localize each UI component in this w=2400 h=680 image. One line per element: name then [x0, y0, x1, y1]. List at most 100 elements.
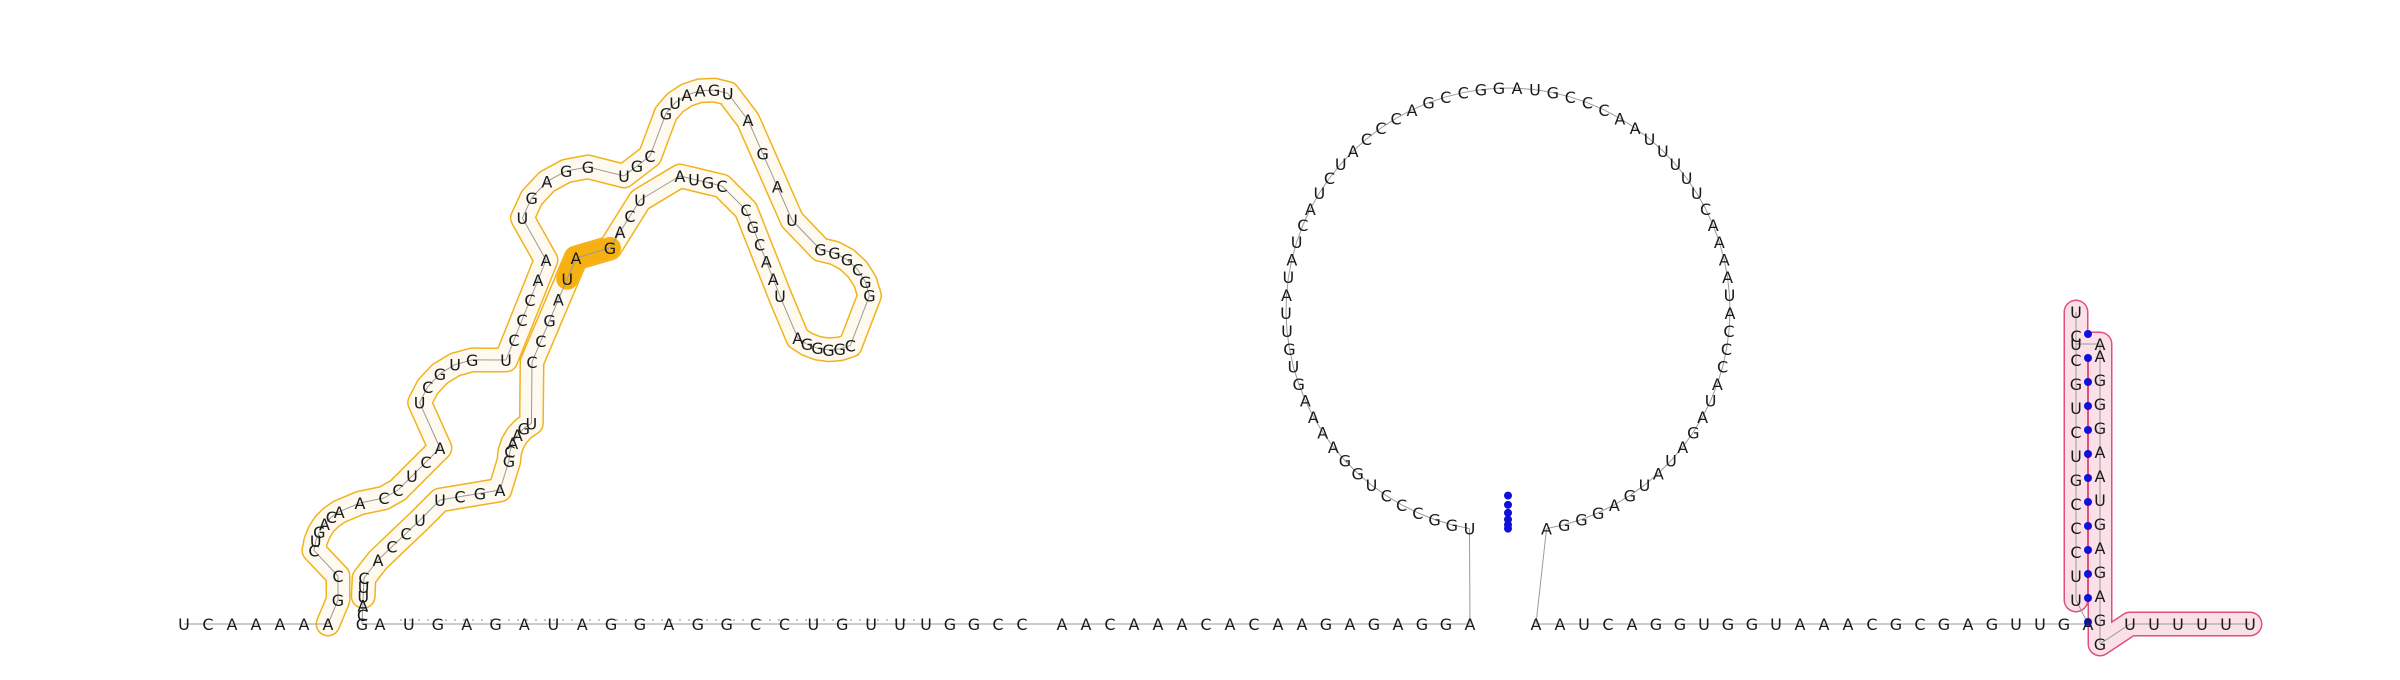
nucleotide: C [332, 567, 343, 586]
backbone-link [759, 244, 767, 262]
nucleotide: A [1057, 615, 1068, 634]
nucleotide: A [323, 615, 334, 634]
backbone-link [454, 359, 473, 366]
backbone-link [1395, 109, 1413, 119]
nucleotide: G [466, 351, 478, 370]
nucleotide: U [1366, 476, 1378, 495]
nucleotide: G [518, 419, 530, 438]
nucleotide: A [1308, 408, 1319, 427]
nucleotide: G [1938, 615, 1950, 634]
nucleotide: A [2095, 347, 2106, 366]
backbone-link [1581, 512, 1599, 520]
nucleotide: U [1288, 358, 1300, 377]
backbone-link [575, 247, 611, 259]
nucleotide: C [526, 353, 537, 372]
backbone-link [834, 252, 848, 261]
backbone-link [820, 249, 835, 254]
nucleotide: C [1440, 88, 1451, 107]
backbone-link [665, 102, 676, 114]
backbone-link [1329, 163, 1342, 179]
backbone-link [679, 175, 695, 180]
nucleotide: G [1687, 423, 1699, 442]
backbone-link [419, 386, 429, 403]
nucleotide: A [2083, 615, 2094, 634]
nucleotide: A [2095, 467, 2106, 486]
nucleotide: A [1708, 216, 1719, 235]
nucleotide: U [1313, 184, 1325, 203]
backbone-link [1710, 383, 1718, 401]
backbone-link [1468, 528, 1471, 625]
nucleotide: G [2094, 635, 2106, 654]
nucleotide: C [508, 331, 519, 350]
nucleotide: A [615, 223, 626, 242]
hairpin-pair [2084, 594, 2092, 602]
nucleotide: G [434, 365, 446, 384]
backbone-link [1649, 138, 1664, 152]
backbone-link [523, 422, 532, 429]
nucleotide: G [859, 273, 871, 292]
hairpin-pair [2084, 450, 2092, 458]
nucleotide: U [2244, 615, 2256, 634]
nucleotide: C [779, 615, 790, 634]
backbone-link [1286, 277, 1289, 296]
nucleotide: A [357, 597, 368, 616]
nucleotide: C [1721, 340, 1732, 359]
hairpin-pair [2084, 330, 2092, 338]
backbone-link [1723, 259, 1729, 278]
nucleotide: U [722, 84, 734, 103]
nucleotide: U [500, 351, 512, 370]
backbone-link [531, 181, 548, 199]
nucleotide: C [1381, 487, 1392, 506]
nucleotide: A [1722, 268, 1733, 287]
nucleotide: A [1677, 438, 1688, 457]
nucleotide: C [378, 489, 389, 508]
nucleotide: A [1177, 615, 1188, 634]
nucleotide: U [618, 167, 630, 186]
backbone-link [779, 295, 799, 339]
nucleotide: C [740, 201, 751, 220]
nucleotide: A [1714, 233, 1725, 252]
backbone-link [479, 489, 501, 494]
nucleotide: G [2094, 395, 2106, 414]
backbone-link [849, 295, 870, 346]
nucleotide: A [1281, 286, 1292, 305]
nucleotide: G [1320, 615, 1332, 634]
nucleotide: U [786, 211, 798, 230]
nucleotide: A [768, 270, 779, 289]
backbone-link [318, 523, 325, 533]
nucleotide: C [1104, 615, 1115, 634]
hairpin-pair [2084, 378, 2092, 386]
backbone-link [1292, 366, 1300, 385]
backbone-link [338, 502, 361, 513]
nucleotide: A [1317, 423, 1328, 442]
nucleotide: A [2095, 587, 2106, 606]
nucleotide: U [178, 615, 190, 634]
loop-stem-pair [1504, 500, 1512, 509]
nucleotide: U [688, 170, 700, 189]
nucleotide: A [1081, 615, 1092, 634]
nucleotide: G [560, 162, 572, 181]
backbone-link [587, 166, 625, 177]
nucleotide: A [792, 329, 803, 348]
nucleotide: U [1698, 615, 1710, 634]
nucleotide: A [251, 615, 262, 634]
nucleotide: U [1529, 81, 1541, 100]
nucleotide: A [507, 434, 518, 453]
backbone-link [1535, 528, 1548, 625]
backbone-link [1705, 208, 1714, 226]
nucleotide: U [517, 209, 529, 228]
backbone-link [359, 497, 385, 504]
backbone-link [1411, 102, 1429, 111]
loop-stem-pair [1504, 491, 1512, 500]
backbone-link [1662, 150, 1676, 165]
nucleotide: G [525, 189, 537, 208]
backbone-link [1322, 431, 1334, 448]
nucleotide: G [2094, 515, 2106, 534]
nucleotide: C [420, 453, 431, 472]
nucleotide: U [1464, 520, 1476, 539]
backbone-link [1480, 87, 1500, 91]
backbone-link [1692, 416, 1704, 433]
backbone-link [530, 361, 533, 424]
backbone-link [505, 339, 515, 361]
